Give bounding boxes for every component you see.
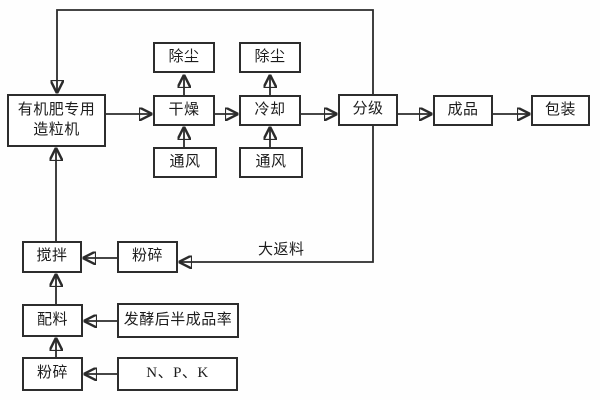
node-vent-cool: 通风 — [239, 147, 303, 178]
node-crushing-raw-label: 粉碎 — [36, 365, 68, 382]
node-packaging: 包装 — [531, 95, 590, 126]
node-fermented-semi-rate: 发酵后半成品率 — [117, 303, 239, 338]
node-dedust-dry: 除尘 — [153, 42, 215, 73]
edge-label-big-return: 大返料 — [258, 242, 305, 258]
node-vent-cool-label: 通风 — [255, 153, 287, 170]
node-grading: 分级 — [338, 94, 398, 126]
edge-grading-to-granulator — [57, 9, 374, 94]
node-finished-product: 成品 — [433, 95, 493, 126]
node-packaging-label: 包装 — [544, 101, 576, 118]
node-dedust-cool-label: 除尘 — [254, 48, 286, 65]
node-drying-label: 干燥 — [168, 101, 200, 118]
node-crushing-return-label: 粉碎 — [131, 248, 163, 265]
node-crushing-return: 粉碎 — [117, 241, 178, 273]
node-npk-label: N、P、K — [146, 365, 209, 382]
node-cooling-label: 冷却 — [254, 101, 286, 118]
node-cooling: 冷却 — [239, 95, 301, 126]
node-dedust-dry-label: 除尘 — [168, 48, 200, 65]
node-vent-dry: 通风 — [153, 147, 217, 178]
node-vent-dry-label: 通风 — [169, 153, 201, 170]
node-crushing-raw: 粉碎 — [22, 357, 83, 391]
edge-grading-to-crushing-return — [180, 126, 374, 262]
node-granulator-label: 有机肥专用 造粒机 — [17, 102, 96, 138]
node-batching: 配料 — [22, 304, 83, 337]
node-grading-label: 分级 — [352, 101, 384, 118]
node-batching-label: 配料 — [36, 311, 68, 328]
node-npk: N、P、K — [117, 357, 238, 391]
node-fermented-semi-rate-label: 发酵后半成品率 — [123, 311, 233, 328]
node-mixing-label: 搅拌 — [36, 248, 68, 265]
node-dedust-cool: 除尘 — [239, 42, 301, 73]
node-granulator: 有机肥专用 造粒机 — [7, 94, 106, 147]
node-finished-product-label: 成品 — [447, 101, 479, 118]
node-mixing: 搅拌 — [22, 241, 82, 273]
node-drying: 干燥 — [153, 95, 215, 126]
